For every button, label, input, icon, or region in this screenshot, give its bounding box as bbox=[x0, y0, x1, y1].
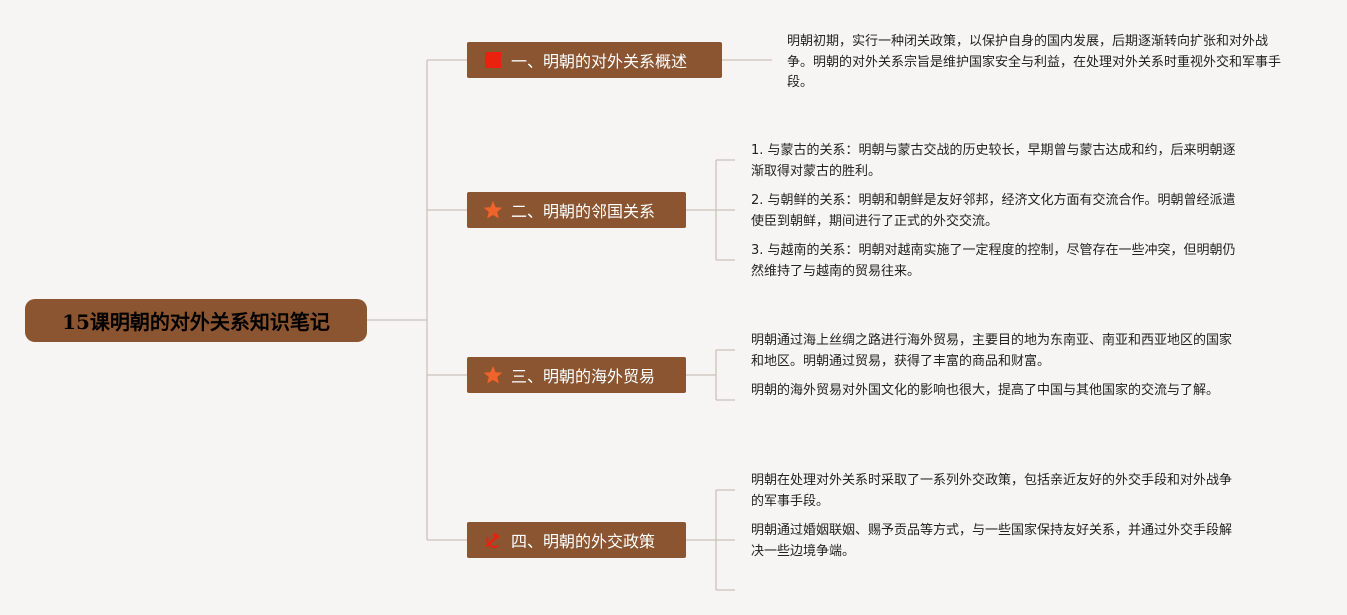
branch-label: 三、明朝的海外贸易 bbox=[511, 367, 656, 386]
branch-overview[interactable]: 一、明朝的对外关系概述 bbox=[467, 42, 722, 78]
branch-overseas-trade[interactable]: 三、明朝的海外贸易 bbox=[467, 357, 686, 393]
leaf-text: 明朝初期，实行一种闭关政策，以保护自身的国内发展，后期逐渐转向扩张和对外战争。明… bbox=[787, 34, 1282, 90]
branch-label: 一、明朝的对外关系概述 bbox=[511, 52, 688, 71]
branch-neighbors[interactable]: 二、明朝的邻国关系 bbox=[467, 192, 686, 228]
leaf-text: 明朝通过海上丝绸之路进行海外贸易，主要目的地为东南亚、南亚和西亚地区的国家和地区… bbox=[751, 333, 1233, 369]
leaf-text: 1. 与蒙古的关系：明朝与蒙古交战的历史较长，早期曾与蒙古达成和约，后来明朝逐渐… bbox=[751, 143, 1236, 179]
orange-star-icon bbox=[483, 200, 503, 220]
leaf-text: 3. 与越南的关系：明朝对越南实施了一定程度的控制，尽管存在一些冲突，但明朝仍然… bbox=[751, 243, 1236, 279]
leaf-text: 2. 与朝鲜的关系：明朝和朝鲜是友好邻邦，经济文化方面有交流合作。明朝曾经派遣使… bbox=[751, 193, 1236, 229]
leaf-text: 明朝在处理对外关系时采取了一系列外交政策，包括亲近友好的外交手段和对外战争的军事… bbox=[751, 473, 1233, 509]
branch-diplomatic-policy[interactable]: 四、明朝的外交政策 bbox=[467, 522, 686, 558]
orange-star-icon bbox=[483, 365, 503, 385]
leaf-text: 明朝的海外贸易对外国文化的影响也很大，提高了中国与其他国家的交流与了解。 bbox=[751, 383, 1220, 398]
branch-label: 四、明朝的外交政策 bbox=[511, 532, 656, 551]
root-title: 15课明朝的对外关系知识笔记 bbox=[62, 310, 330, 334]
branch-label: 二、明朝的邻国关系 bbox=[511, 202, 656, 221]
leaf-text: 明朝通过婚姻联姻、赐予贡品等方式，与一些国家保持友好关系，并通过外交手段解决一些… bbox=[751, 523, 1233, 559]
root-node[interactable]: 15课明朝的对外关系知识笔记 bbox=[25, 299, 367, 342]
red-square-icon bbox=[483, 50, 503, 70]
hammer-sickle-icon bbox=[483, 530, 503, 550]
